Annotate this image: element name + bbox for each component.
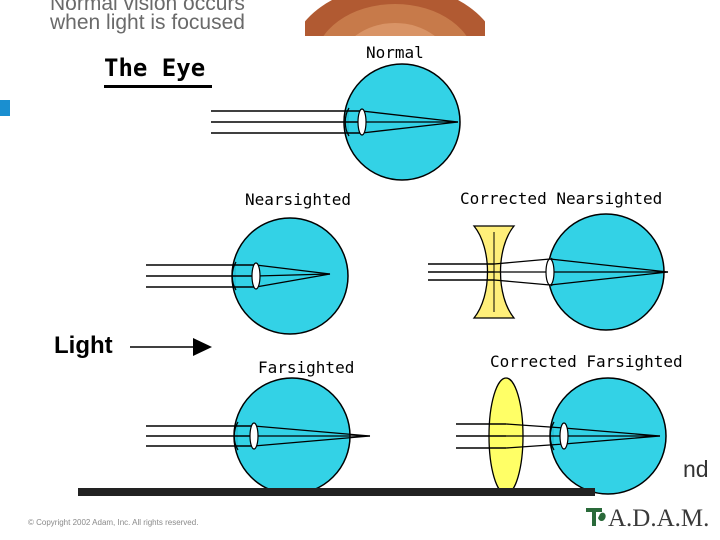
label-corrected-nearsighted: Corrected Nearsighted	[460, 189, 663, 208]
copyright-text: © Copyright 2002 Adam, Inc. All rights r…	[28, 518, 199, 527]
footer-cutoff-text	[78, 488, 428, 496]
slide-accent-marker	[0, 100, 10, 116]
normal-eye	[211, 63, 461, 181]
background-slide-text: Normal vision occurs when light is focus…	[50, 0, 245, 34]
label-nearsighted: Nearsighted	[245, 190, 351, 209]
eye-photo	[305, 0, 485, 36]
corrected-farsighted-eye	[456, 377, 667, 495]
nearsighted-eye	[146, 217, 349, 335]
label-normal: Normal	[366, 43, 424, 62]
footer-cutoff-text-2	[425, 488, 595, 496]
label-farsighted: Farsighted	[258, 358, 355, 377]
farsighted-eye	[146, 377, 371, 495]
corrected-nearsighted-eye	[428, 213, 669, 331]
adam-logo: A.D.A.M.	[582, 502, 718, 532]
label-corrected-farsighted: Corrected Farsighted	[490, 352, 683, 371]
diagram-title: The Eye	[104, 54, 206, 82]
title-underline	[104, 85, 212, 88]
label-light: Light	[54, 332, 113, 359]
light-arrow	[130, 338, 212, 356]
svg-text:A.D.A.M.: A.D.A.M.	[608, 505, 709, 530]
partial-background-text: nd	[683, 456, 709, 482]
